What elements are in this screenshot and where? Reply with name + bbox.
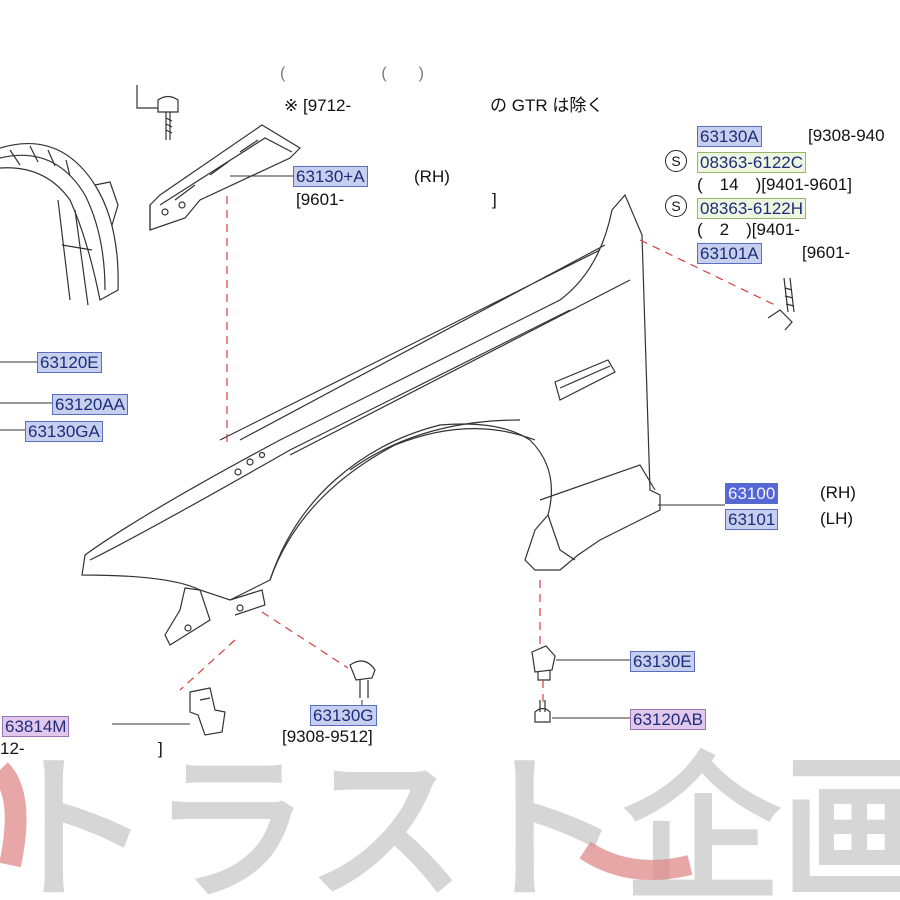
leader-lines [0,175,725,725]
part-63101-side: (LH) [820,509,854,528]
inner-fender-liner [0,143,119,306]
part-63130plusA-side: (RH) [414,167,450,186]
fender-bracket [149,124,301,231]
bolt-right [767,277,795,331]
part-63120AA[interactable]: 63120AA [52,394,128,415]
grommet-part [349,660,376,698]
s-marker-1: S [665,150,687,172]
watermark: トラスト企画 [0,738,900,900]
exclusion-note-prefix: ※ [9712- [284,96,352,115]
part-63130G-range: [9308-9512] [282,727,373,746]
dashed-lines [179,196,776,705]
part-63130plusA-range-close: ] [492,190,497,209]
nut-part [531,645,556,681]
watermark-accent-1 [0,762,27,868]
watermark-accent-2 [579,841,693,880]
part-63130A[interactable]: 63130A [697,126,762,147]
part-63120AB[interactable]: 63120AB [630,709,706,730]
screw-part [534,700,551,723]
part-63101A-range: [9601- [802,243,851,262]
part-63100-side: (RH) [820,483,856,502]
part-08363-6122C[interactable]: 08363-6122C [697,152,807,173]
part-63101[interactable]: 63101 [725,509,779,530]
exclusion-note-suffix: の GTR は除く [490,96,604,115]
part-63130plusA-range: [9601- [296,190,345,209]
part-63130G[interactable]: 63130G [310,705,377,726]
part-63130GA[interactable]: 63130GA [25,421,103,442]
s-marker-2: S [665,195,687,217]
part-63100[interactable]: 63100 [725,483,779,504]
part-63814M[interactable]: 63814M [2,716,70,737]
part-63814M-range-close: ] [158,739,163,758]
part-63130plusA[interactable]: 63130+A [293,166,368,187]
cropped-top-note: ( ( ) [280,65,424,82]
qty-14-range: ( 14 )[9401-9601] [697,175,852,194]
part-63120E[interactable]: 63120E [37,352,102,373]
part-63814M-range: 12- [0,739,25,758]
part-63130E[interactable]: 63130E [630,651,695,672]
part-08363-6122H[interactable]: 08363-6122H [697,198,807,219]
bolt-top [136,85,179,140]
part-63101A[interactable]: 63101A [697,243,762,264]
watermark-text: トラスト企画 [0,738,900,900]
qty-2-range: ( 2 )[9401- [697,220,800,239]
part-63130A-range: [9308-940 [808,126,885,145]
clip-part [189,687,226,736]
front-fender [81,193,661,646]
